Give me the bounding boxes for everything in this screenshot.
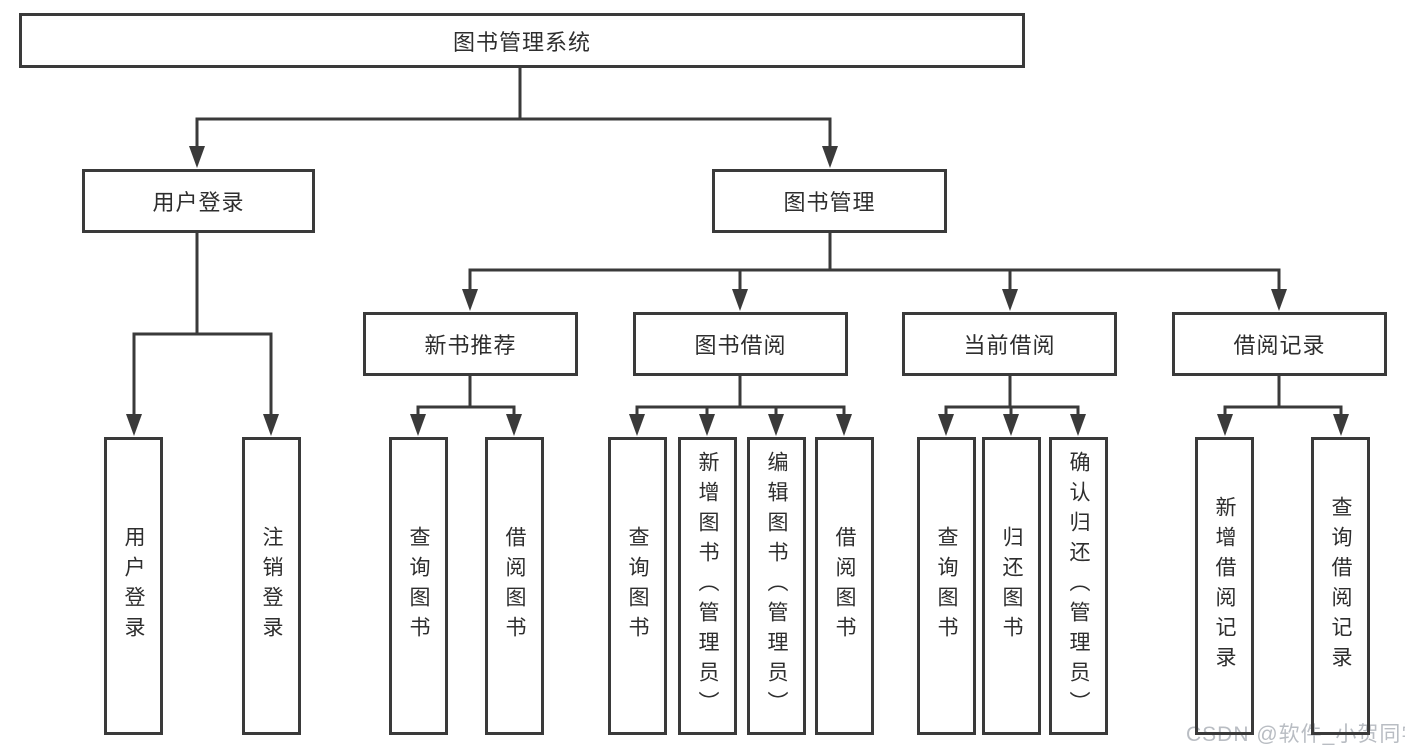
node-new-book-recommend: 新书推荐 (363, 312, 578, 376)
node-label: 编辑图书（管理员） (765, 451, 788, 721)
node-label: 确认归还（管理员） (1067, 451, 1090, 721)
node-label: 用户登录 (122, 526, 145, 646)
leaf-records-query: 查询借阅记录 (1311, 437, 1370, 735)
leaf-borrow-query: 查询图书 (608, 437, 667, 735)
leaf-logout: 注销登录 (242, 437, 301, 735)
node-label: 图书管理系统 (452, 29, 591, 55)
leaf-current-return: 归还图书 (982, 437, 1041, 735)
leaf-records-add: 新增借阅记录 (1195, 437, 1254, 735)
node-label: 查询图书 (935, 526, 958, 646)
leaf-newbook-query: 查询图书 (389, 437, 448, 735)
node-label: 归还图书 (1000, 526, 1023, 646)
node-borrow-records: 借阅记录 (1172, 312, 1387, 376)
leaf-borrow-add-admin: 新增图书（管理员） (678, 437, 737, 735)
node-label: 借阅图书 (503, 526, 526, 646)
leaf-newbook-borrow: 借阅图书 (485, 437, 544, 735)
node-label: 新增图书（管理员） (696, 451, 719, 721)
leaf-borrow-borrow: 借阅图书 (815, 437, 874, 735)
node-label: 当前借阅 (963, 333, 1056, 358)
watermark-csdn: CSDN @软件_小贺同学 (1186, 723, 1405, 746)
node-book-management: 图书管理 (712, 169, 947, 233)
node-label: 查询图书 (407, 526, 430, 646)
node-label: 借阅图书 (833, 526, 856, 646)
node-label: 借阅记录 (1233, 333, 1326, 358)
node-label: 新增借阅记录 (1213, 496, 1236, 676)
node-label: 图书借阅 (694, 333, 787, 358)
leaf-current-confirm-admin: 确认归还（管理员） (1049, 437, 1108, 735)
node-label: 查询借阅记录 (1329, 496, 1352, 676)
node-label: 新书推荐 (424, 333, 517, 358)
node-user-login: 用户登录 (82, 169, 315, 233)
node-label: 查询图书 (626, 526, 649, 646)
node-current-borrow: 当前借阅 (902, 312, 1117, 376)
node-library-system: 图书管理系统 (19, 13, 1025, 68)
node-label: 图书管理 (783, 190, 876, 215)
node-label: 注销登录 (260, 526, 283, 646)
node-label: 用户登录 (152, 190, 245, 215)
leaf-user-login: 用户登录 (104, 437, 163, 735)
leaf-current-query: 查询图书 (917, 437, 976, 735)
leaf-borrow-edit-admin: 编辑图书（管理员） (747, 437, 806, 735)
node-book-borrow: 图书借阅 (633, 312, 848, 376)
